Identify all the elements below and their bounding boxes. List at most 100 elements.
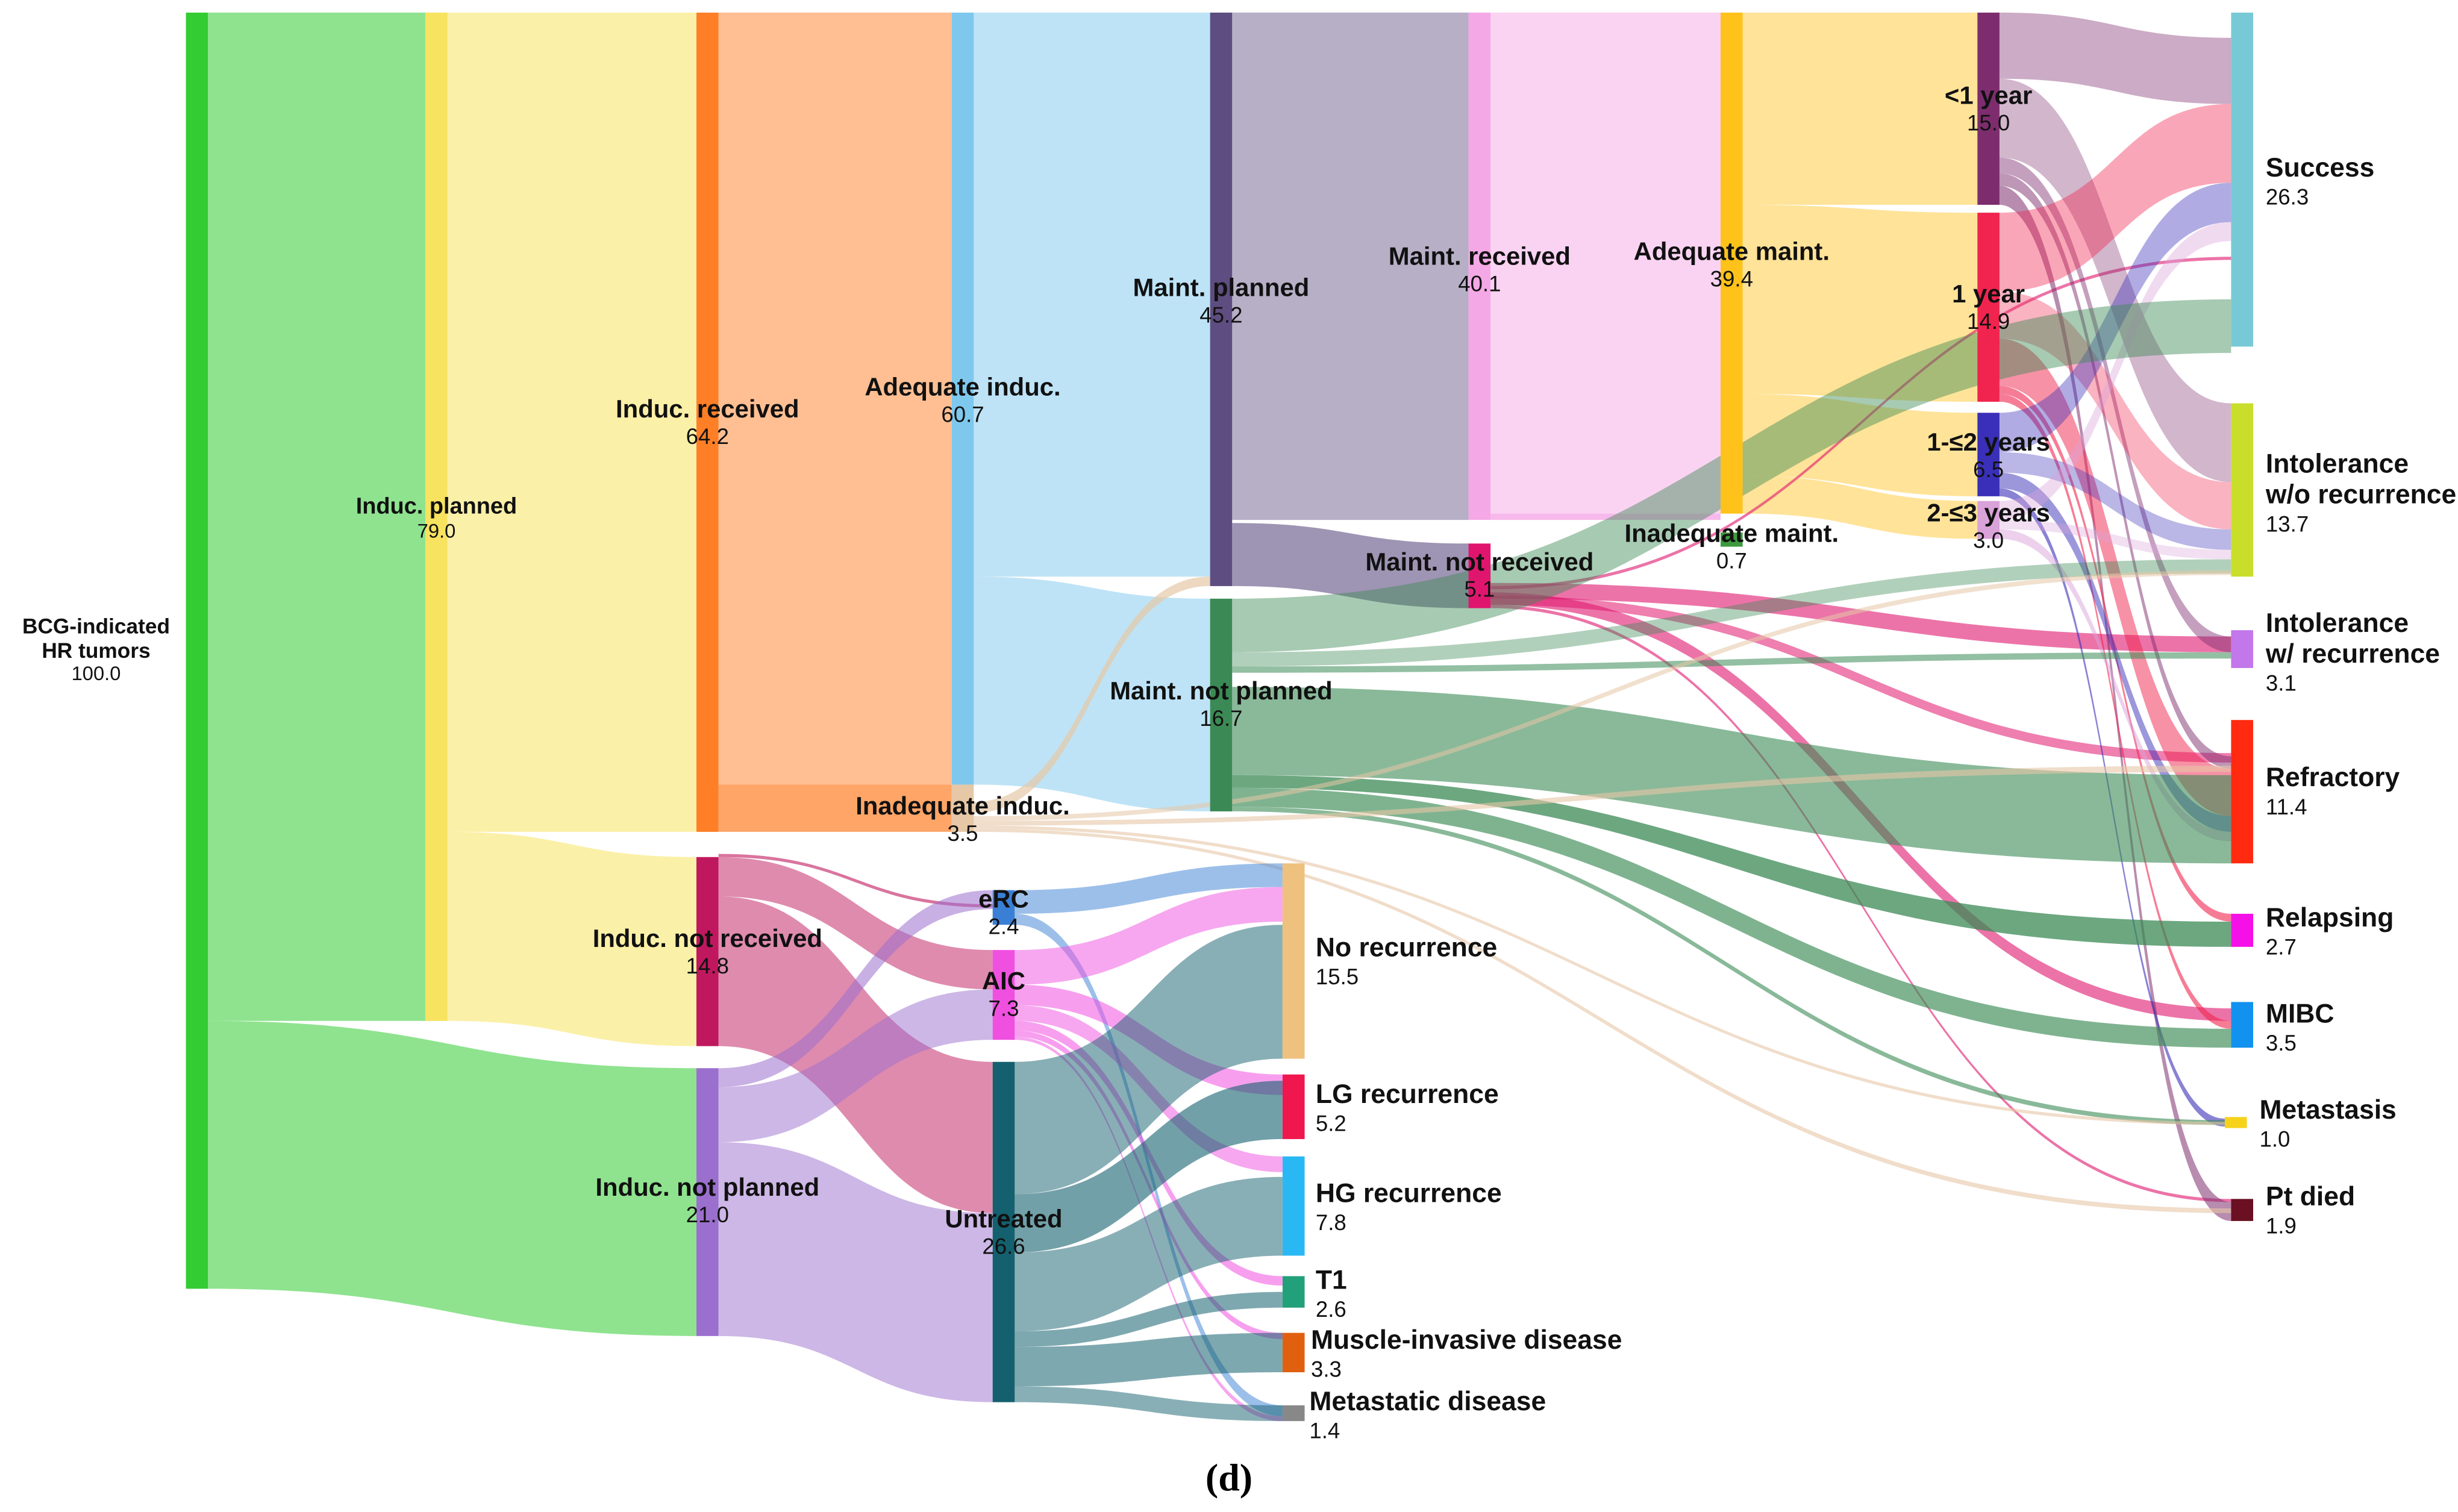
label-mid-name-0: Muscle-invasive disease xyxy=(1311,1325,1622,1355)
label-untr-name-0: Untreated xyxy=(945,1204,1062,1232)
label-ii-name-0: Inadequate induc. xyxy=(855,792,1070,820)
link-mnp-to-meta xyxy=(1232,807,2225,1125)
label-meta-name-0: Metastasis xyxy=(2259,1095,2396,1125)
link-inp-to-erc xyxy=(718,890,993,1087)
node-t1 xyxy=(1282,1276,1305,1308)
label-died-value: 1.9 xyxy=(2266,1213,2297,1238)
label-im-name-0: Inadequate maint. xyxy=(1625,519,1839,548)
label-died-name-0: Pt died xyxy=(2266,1182,2355,1211)
label-erc-value: 2.4 xyxy=(989,914,1019,939)
link-mnp-to-intwo xyxy=(1232,559,2231,667)
link-inr-to-aic xyxy=(718,857,993,990)
link-inr-to-erc xyxy=(718,854,993,908)
link-mp-to-mnr xyxy=(1232,523,1469,608)
link-y3-to-intwo xyxy=(1999,452,2231,550)
label-mp-value: 45.2 xyxy=(1199,303,1242,328)
link-y4-to-refr xyxy=(1999,529,2231,842)
label-untr-value: 26.6 xyxy=(982,1234,1025,1258)
link-inp-to-aic xyxy=(718,989,993,1143)
link-ii-to-intwo xyxy=(974,570,2231,821)
link-untr-to-t1 xyxy=(1015,1292,1283,1348)
node-hgr xyxy=(1282,1156,1305,1256)
node-y3 xyxy=(1977,413,2000,496)
link-mnr-to-refr xyxy=(1490,595,2231,763)
link-y4-to-succ xyxy=(1999,222,2231,520)
label-mr-value: 40.1 xyxy=(1458,271,1501,296)
link-mnr-to-intw xyxy=(1490,583,2231,652)
label-ai-value: 60.7 xyxy=(941,402,984,426)
node-aic xyxy=(992,950,1015,1040)
link-ir-to-ii xyxy=(718,784,952,832)
label-hgr-name-0: HG recurrence xyxy=(1316,1179,1502,1208)
node-am xyxy=(1721,12,1743,514)
link-y2-to-intwo xyxy=(1999,291,2231,530)
label-intw-value: 3.1 xyxy=(2266,671,2297,696)
link-y4-to-intwo xyxy=(1999,520,2231,560)
label-ip-value: 79.0 xyxy=(417,519,456,542)
label-y3-name-0: 1-≤2 years xyxy=(1927,428,2050,456)
label-intwo-value: 13.7 xyxy=(2266,511,2309,536)
label-mp-name-0: Maint. planned xyxy=(1133,273,1310,302)
label-t1-name-0: T1 xyxy=(1316,1265,1347,1295)
label-aic-name-0: AIC xyxy=(982,966,1025,995)
node-mnr xyxy=(1468,543,1491,608)
link-bcg-to-ip xyxy=(208,12,426,1021)
label-intw-name-1: w/ recurrence xyxy=(2265,639,2440,669)
label-mnp-name-0: Maint. not planned xyxy=(1110,676,1332,705)
node-died xyxy=(2231,1199,2253,1221)
node-ii xyxy=(951,784,974,832)
label-y4-value: 3.0 xyxy=(1973,528,2004,553)
link-mnp-to-intw xyxy=(1232,652,2231,673)
link-ir-to-ai xyxy=(718,12,952,785)
node-bcg xyxy=(186,12,208,1289)
link-y3-to-refr xyxy=(1999,472,2231,832)
label-bcg-name-1: HR tumors xyxy=(42,639,150,663)
node-y2 xyxy=(1977,213,2000,402)
node-inp xyxy=(696,1068,719,1336)
link-erc-to-nrec xyxy=(1015,863,1283,914)
label-ii-value: 3.5 xyxy=(948,821,978,846)
link-ip-to-inr xyxy=(447,831,696,1046)
label-y2-value: 14.9 xyxy=(1967,309,2010,334)
label-succ-name-0: Success xyxy=(2266,153,2374,183)
label-y3-value: 6.5 xyxy=(1973,457,2004,482)
label-mibc-value: 3.5 xyxy=(2266,1031,2297,1055)
label-lgr-value: 5.2 xyxy=(1316,1111,1346,1136)
label-succ-value: 26.3 xyxy=(2266,185,2309,210)
link-mnp-to-relp xyxy=(1232,775,2231,947)
link-mnp-to-refr xyxy=(1232,687,2231,864)
label-refr-name-0: Refractory xyxy=(2266,763,2400,792)
label-t1-value: 2.6 xyxy=(1316,1297,1346,1322)
link-y1-to-intw xyxy=(1999,157,2231,652)
label-y2-name-0: 1 year xyxy=(1952,280,2025,308)
node-refr xyxy=(2231,720,2253,864)
node-relp xyxy=(2231,913,2253,947)
label-lgr-name-0: LG recurrence xyxy=(1316,1079,1499,1109)
label-ip-name-0: Induc. planned xyxy=(356,494,517,519)
node-erc xyxy=(992,890,1015,925)
node-nrec xyxy=(1282,863,1305,1059)
node-mr xyxy=(1468,12,1491,520)
node-inr xyxy=(696,857,719,1046)
link-untr-to-nrec xyxy=(1015,925,1283,1195)
label-ir-name-0: Induc. received xyxy=(616,395,799,423)
link-ii-to-mp xyxy=(974,576,1210,813)
link-mnp-to-mibc xyxy=(1232,787,2231,1048)
node-ai xyxy=(951,12,974,785)
label-inr-value: 14.8 xyxy=(686,954,729,978)
label-am-value: 39.4 xyxy=(1710,266,1753,291)
label-nrec-name-0: No recurrence xyxy=(1316,933,1497,963)
label-intwo-name-0: Intolerance xyxy=(2266,449,2409,479)
label-intw-name-0: Intolerance xyxy=(2266,608,2409,638)
link-ip-to-ir xyxy=(447,12,696,832)
link-bcg-to-inp xyxy=(208,1020,696,1336)
link-inp-to-untr xyxy=(718,1142,993,1402)
link-mr-to-im xyxy=(1490,513,1721,520)
link-mnr-to-succ xyxy=(1490,257,2231,590)
node-intwo xyxy=(2231,403,2253,577)
label-ai-name-0: Adequate induc. xyxy=(865,372,1060,401)
label-intwo-name-1: w/o recurrence xyxy=(2265,480,2456,510)
label-hgr-value: 7.8 xyxy=(1316,1210,1346,1235)
link-untr-to-hgr xyxy=(1015,1176,1283,1331)
